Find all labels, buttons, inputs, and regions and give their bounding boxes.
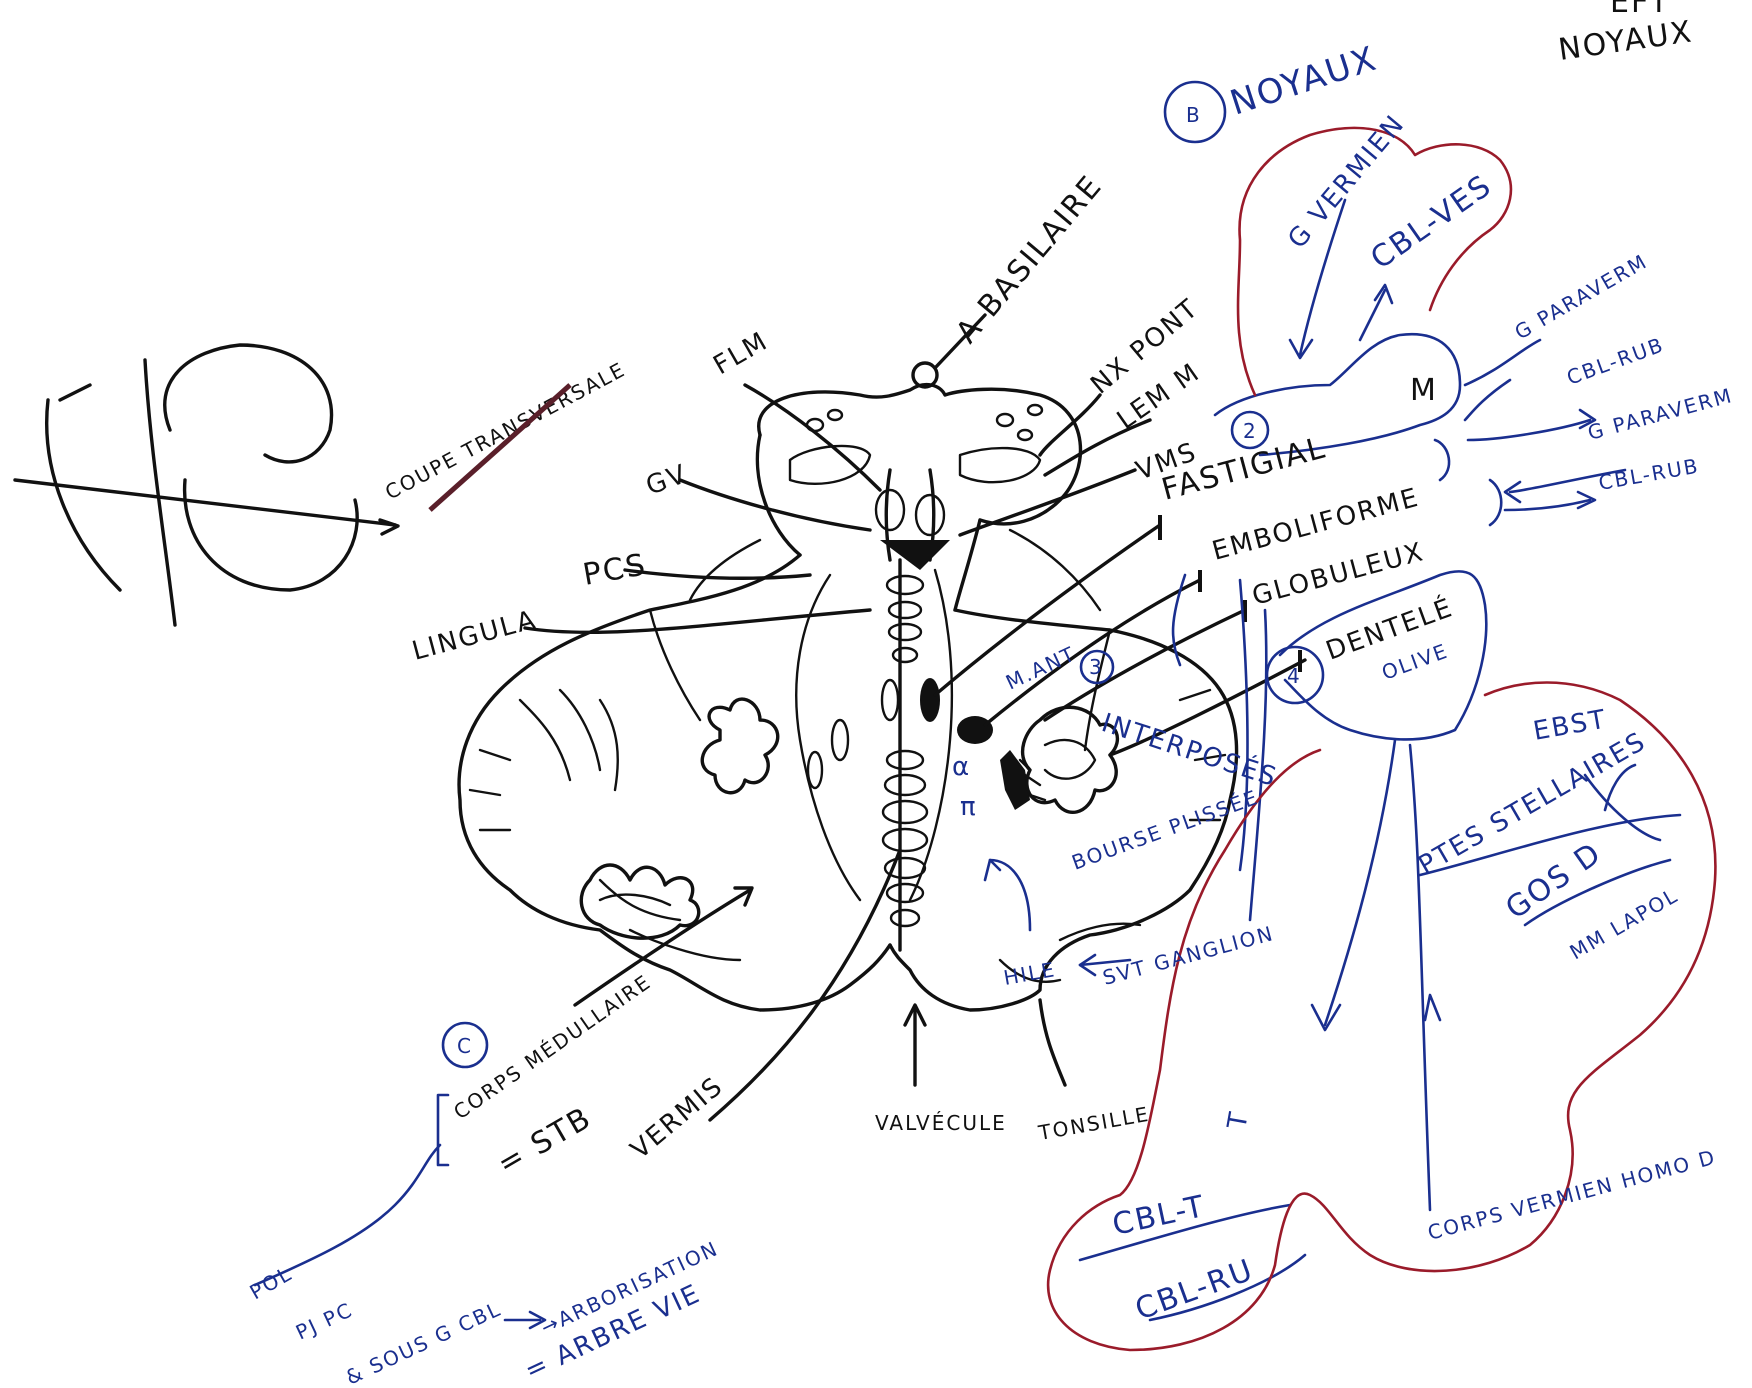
cbl-ves-label: CBL-VES xyxy=(1365,168,1499,277)
pol-label: POL xyxy=(246,1261,297,1304)
t-dot-label: T xyxy=(1222,1108,1255,1132)
corps-medullaire-label: CORPS MÉDULLAIRE xyxy=(449,969,656,1124)
lingula-label: LINGULA xyxy=(409,605,540,667)
b-noyaux-label: NOYAUX xyxy=(1225,39,1382,124)
circle-b-label: B xyxy=(1186,103,1202,127)
bourse-plissee-label: BOURSE PLISSÉE xyxy=(1069,785,1262,875)
pi-label: π xyxy=(960,792,978,822)
mm-lapol-label: MM LAPOL xyxy=(1566,883,1683,964)
circle-3-label: 3 xyxy=(1089,655,1104,679)
circle-4-label: 4 xyxy=(1287,664,1302,688)
pcs-label: PCS xyxy=(580,547,649,593)
vermis-lobules xyxy=(808,576,940,926)
pj-pc-label: PJ PC xyxy=(292,1297,357,1344)
ebst-label: EBST xyxy=(1531,704,1609,746)
alpha-label: α xyxy=(952,752,971,782)
valvecule-label: VALVÉCULE xyxy=(875,1111,1007,1135)
m-ant-label: M.ANT xyxy=(1002,641,1080,694)
flm-label: FLM xyxy=(709,326,774,381)
cbl-rub-1-label: CBL-RUB xyxy=(1564,332,1668,389)
cbl-rub-2-label: CBL-RUB xyxy=(1597,454,1702,495)
cbl-t-label: CBL-T xyxy=(1109,1189,1208,1243)
circle-2-label: 2 xyxy=(1243,419,1258,443)
eq-stb-label: = STB xyxy=(492,1100,598,1182)
left-nuclei xyxy=(581,699,777,938)
coupe-label: COUPE TRANSVERSALE xyxy=(381,357,630,504)
sous-g-cbl-label: & SOUS G CBL xyxy=(342,1296,505,1388)
blue-annotations xyxy=(255,82,1680,1328)
gv-label: GV xyxy=(642,459,692,502)
top-right-noyaux-label: NOYAUX xyxy=(1556,14,1695,68)
top-right-cut-label: EFT xyxy=(1610,0,1670,20)
paravermien-1-label: G PARAVERM xyxy=(1511,249,1652,344)
dentate-nucleus xyxy=(957,707,1117,812)
tonsille-label: TONSILLE xyxy=(1036,1102,1152,1145)
hile-label: HILE xyxy=(1002,957,1058,990)
pons-structures xyxy=(790,405,1042,535)
pt-stellaires-label: PTES STELLAIRES xyxy=(1414,726,1652,881)
coupe-label-group: COUPE TRANSVERSALE xyxy=(381,357,630,510)
orientation-sketch xyxy=(15,345,398,625)
m-box-label: M xyxy=(1410,373,1438,408)
svt-gangion-label: SVT GANGLION xyxy=(1100,921,1277,990)
circle-c-label: C xyxy=(457,1034,473,1058)
a-basilaire-label: A BASILAIRE xyxy=(949,169,1109,351)
labels: NOYAUX EFT B NOYAUX A BASILAIRE NX PONT … xyxy=(246,0,1736,1388)
paravermien-2-label: G PARAVERM xyxy=(1585,383,1735,445)
